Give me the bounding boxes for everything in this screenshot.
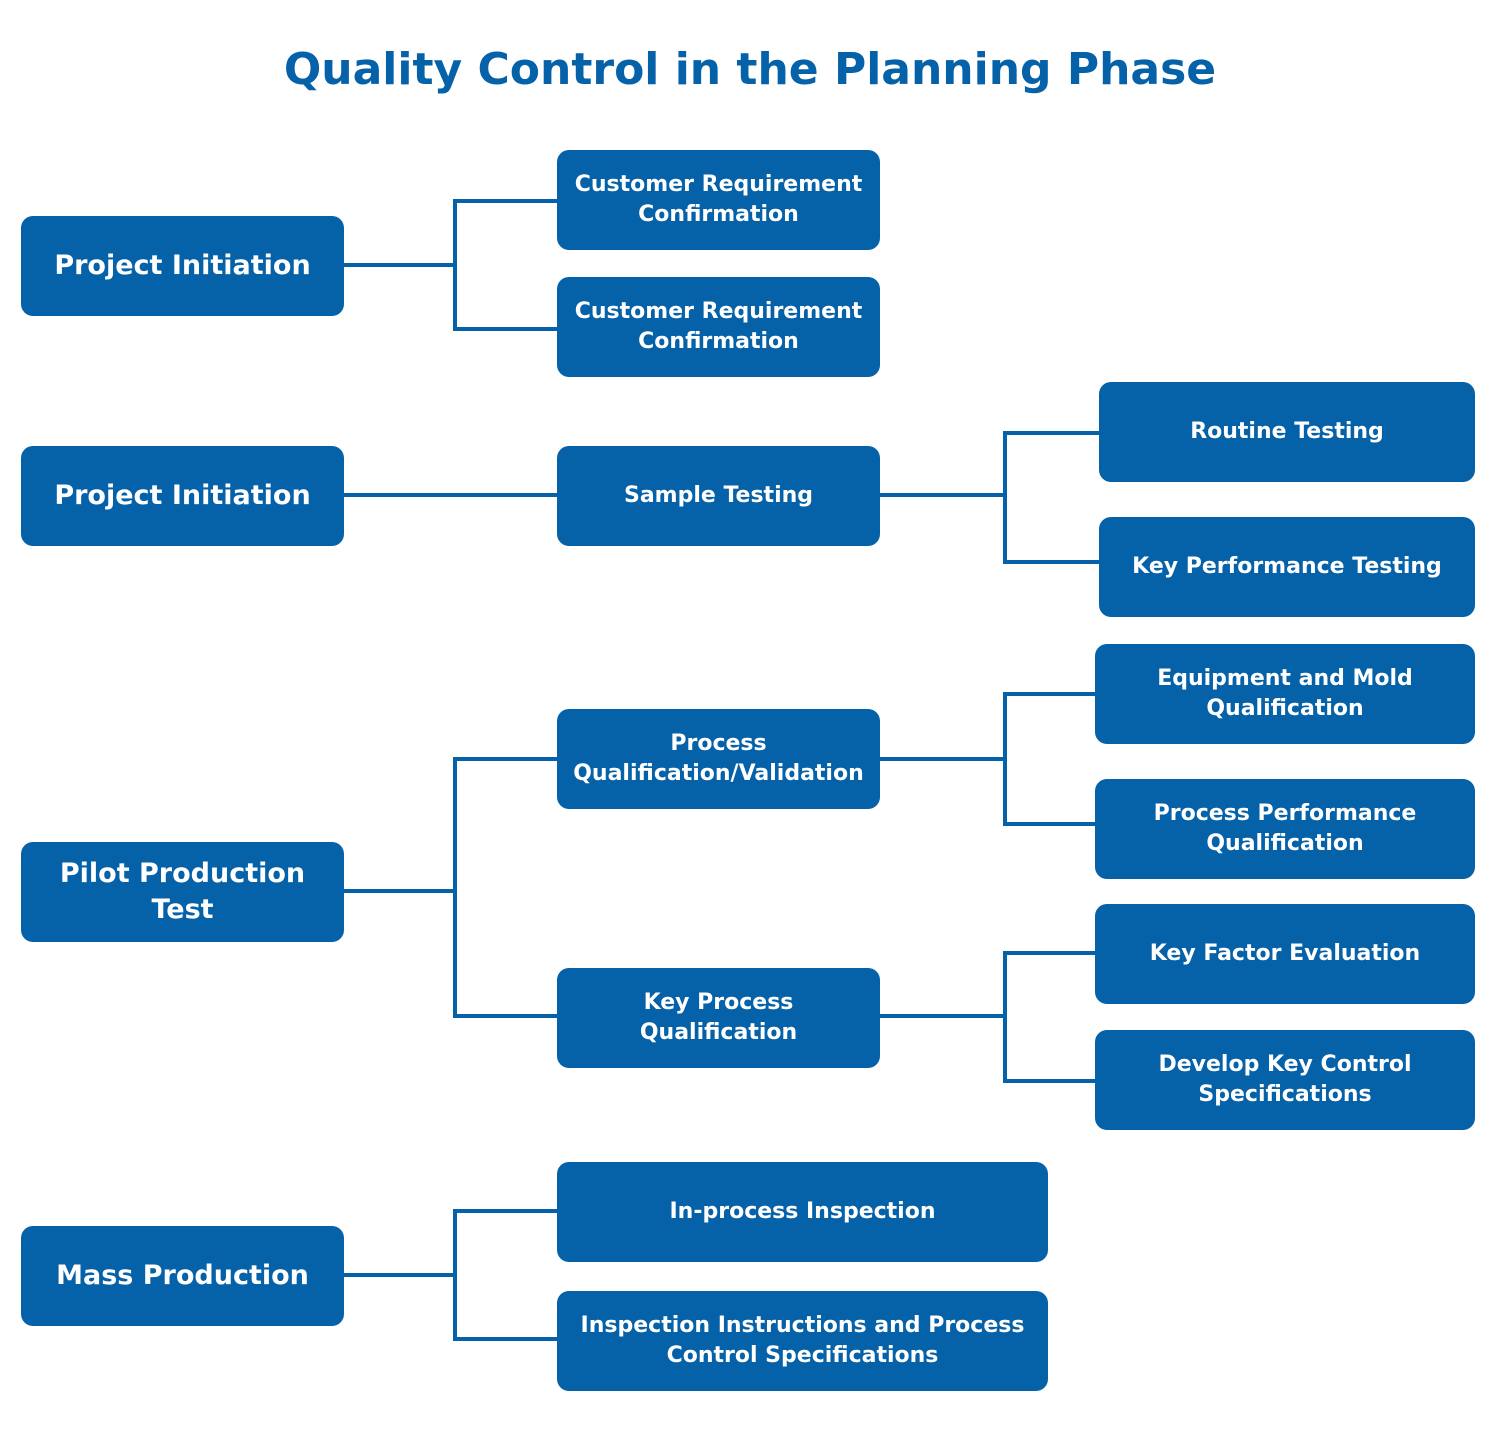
connector-key-process-branches (1003, 951, 1095, 1083)
step-sample-testing: Sample Testing (557, 446, 880, 546)
phase-label: Pilot Production Test (59, 858, 306, 925)
step-label: Process Performance Qualification (1153, 801, 1417, 856)
phase-label: Mass Production (56, 1260, 309, 1291)
page-title: Quality Control in the Planning Phase (283, 44, 1217, 95)
connector-sample-testing-branches (1003, 431, 1099, 564)
step-routine-testing: Routine Testing (1099, 382, 1475, 482)
step-label: Key Process Qualification (639, 990, 798, 1045)
step-key-factor-evaluation: Key Factor Evaluation (1095, 904, 1475, 1004)
step-label: Process Qualification/Validation (573, 731, 864, 786)
phase-pilot-production-test: Pilot Production Test (21, 842, 344, 942)
step-customer-requirement-confirmation-1: Customer Requirement Confirmation (557, 150, 880, 250)
connector-phase-4-branches (453, 1209, 557, 1341)
connector-phase-1-branches (453, 199, 557, 331)
step-customer-requirement-confirmation-2: Customer Requirement Confirmation (557, 277, 880, 377)
step-label: Sample Testing (623, 483, 814, 508)
phase-mass-production: Mass Production (21, 1226, 344, 1326)
step-inspection-instructions: Inspection Instructions and Process Cont… (557, 1291, 1048, 1391)
connector-phase-3-branches (453, 757, 557, 1018)
phase-project-initiation-2: Project Initiation (21, 446, 344, 546)
step-label: Develop Key Control Specifications (1158, 1052, 1412, 1107)
step-key-performance-testing: Key Performance Testing (1099, 517, 1475, 617)
step-equipment-mold-qualification: Equipment and Mold Qualification (1095, 644, 1475, 744)
step-process-qualification-validation: Process Qualification/Validation (557, 709, 880, 809)
step-label: Customer Requirement Confirmation (574, 299, 863, 354)
step-process-performance-qualification: Process Performance Qualification (1095, 779, 1475, 879)
step-develop-key-control-specifications: Develop Key Control Specifications (1095, 1030, 1475, 1130)
step-label: In-process Inspection (669, 1199, 936, 1224)
step-label: Inspection Instructions and Process Cont… (580, 1313, 1025, 1368)
step-key-process-qualification: Key Process Qualification (557, 968, 880, 1068)
step-label: Equipment and Mold Qualification (1157, 666, 1413, 721)
phase-project-initiation-1: Project Initiation (21, 216, 344, 316)
phase-label: Project Initiation (54, 250, 311, 281)
phase-label: Project Initiation (54, 480, 311, 511)
step-label: Routine Testing (1190, 419, 1384, 444)
step-in-process-inspection: In-process Inspection (557, 1162, 1048, 1262)
connector-process-qualification-branches (1003, 692, 1095, 826)
step-label: Customer Requirement Confirmation (574, 172, 863, 227)
step-label: Key Performance Testing (1132, 554, 1442, 579)
step-label: Key Factor Evaluation (1149, 941, 1421, 966)
